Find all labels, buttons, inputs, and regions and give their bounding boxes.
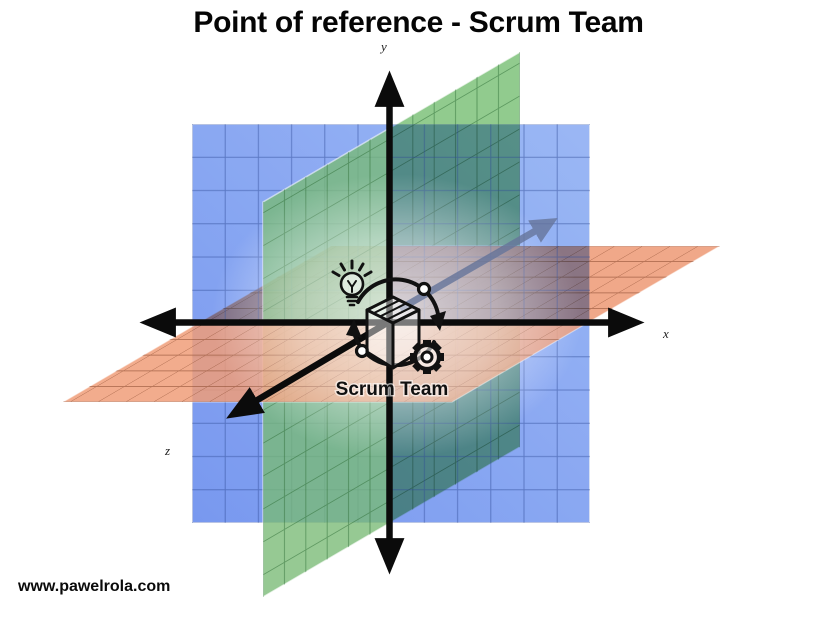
center-label: Scrum Team	[336, 379, 449, 400]
z-axis-label: z	[164, 443, 170, 458]
website-text: www.pawelrola.com	[18, 578, 171, 595]
z-axis-line	[226, 317, 394, 419]
process-gear-icon	[410, 340, 444, 374]
y-axis-label: y	[379, 39, 387, 54]
scrum-team-icon-group	[331, 259, 446, 374]
x-axis-label: x	[662, 326, 669, 341]
product-cube-icon	[365, 295, 421, 370]
page-title: Point of reference - Scrum Team	[193, 6, 644, 39]
idea-lightbulb-icon	[331, 259, 373, 307]
